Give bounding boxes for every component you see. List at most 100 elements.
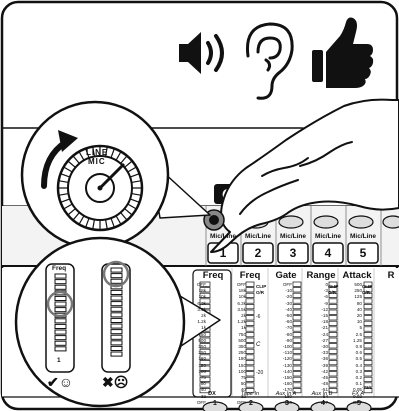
scale-tick: -57 [321,399,328,405]
scale-tick: -48 [321,381,328,387]
meter-segment [245,343,255,349]
meter-segment [328,360,338,366]
zoom-meter-segment [110,301,123,307]
meter-segment [363,332,373,338]
meter-segment [199,298,211,304]
meter-segment [328,337,338,343]
knob-ridge [115,151,122,161]
scale-tick: -18 [321,319,328,325]
meter-segment [199,382,211,388]
meter-segment [199,292,211,298]
meter-segment [363,343,373,349]
zoom-meter-segment [54,323,67,329]
scale-tick: -15 [321,313,328,319]
zoom-meter-segment [110,278,123,284]
header-dx-freq: Freq [202,270,224,281]
bottom-knob-row [202,401,372,411]
scale-tick: 0.05 [353,387,362,393]
meter-segment [363,304,373,310]
knob-ridge [92,219,96,230]
scale-tick: -45 [321,375,328,381]
channel-3-label: Mic/Line [279,233,306,240]
knob-ridge [124,208,133,216]
scale-tick: 0 [325,282,328,287]
scale-tick: -80 [285,331,292,337]
scale-tick: 180 [198,356,206,362]
clip-level-ring [102,260,130,288]
scale-tick: 0.8 [355,344,362,350]
scale-tick: OFF [352,399,362,405]
zoom-meter-segment [110,295,123,301]
scale-tick: 0.3 [355,368,362,374]
scale-tick: -130 [282,362,292,368]
scale-tick: -54 [321,393,328,399]
meter-segment [245,360,255,366]
zoom-meter-segment [54,307,67,313]
meter-segment [328,315,338,321]
scale-tick: 10k [198,294,206,300]
meter-segment [292,332,302,338]
meter-segment [199,337,211,343]
meter-segment [328,292,338,298]
meter-segment [292,326,302,332]
scale-tick: 3.5k [237,306,246,312]
meter-segment [328,348,338,354]
meter-segment [292,292,302,298]
meter-segment [199,332,211,338]
meter-segment [199,287,211,293]
meter-segment [199,360,211,366]
scale-tick: -30 [321,344,328,350]
meter-segment [328,320,338,326]
knob-label-mic: MIC [88,157,106,166]
scale-tick: -12 [321,306,328,312]
scale-tick: OFF [282,282,292,287]
knob-ridge [124,160,133,168]
meter-segment [199,376,211,382]
channel-5-number: 5 [359,246,367,260]
meter-segment [363,287,373,293]
zoom-meter-segment [54,340,67,346]
scale-tick: 750 [198,331,206,337]
meter-segment [292,304,302,310]
scale-tick: -60 [285,319,292,325]
scale-tick: 250 [354,288,362,294]
col-label-auxb: Aux In B [311,391,333,397]
scale-tick: 75 [200,375,206,381]
meter-segment [363,388,373,394]
scale-tick: OFF [236,282,246,287]
scale-tick: 50 [240,381,246,387]
meter-segment [292,365,302,371]
scale-tick: -3 [323,288,328,294]
zoom-meter-segment [110,323,123,329]
scale-tick: 500 [198,337,206,343]
knob-ridge [63,166,73,173]
gate-scale: OFF-10-20-30-40-50-60-70-80-90-100-110-1… [280,282,292,406]
knob-ridge [127,203,137,210]
col-label-fxa: FX A [351,391,365,397]
meter-segment [245,332,255,338]
zoom-channel-number: 1 [57,357,61,364]
bad-level-mark: ✖☹ [102,374,129,390]
col-label-tape: Tape In [240,391,260,397]
scale-tick: -21 [321,325,328,331]
knob-ridge [72,212,80,221]
knob-ridge [104,146,108,157]
meter-segment [363,326,373,332]
scale-tick: -70 [285,325,292,331]
zoom-meter-segment [110,267,123,273]
scale-tick: 100 [238,368,246,374]
zoom-meter-segment [110,329,123,335]
meter-segment [245,304,255,310]
scale-tick: 250 [198,350,206,356]
knob-ridges [58,146,142,230]
knob-ridge [72,155,80,164]
scale-tick: 40 [200,387,206,393]
scale-tick: 1.25 [353,337,362,343]
meter-segment [292,376,302,382]
scale-tick: 75 [240,375,246,381]
meter-segment [328,332,338,338]
knob-ridge [67,208,76,216]
knob-ridge [129,198,140,203]
zoom-meter-segment [110,273,123,279]
meter-segment [363,309,373,315]
